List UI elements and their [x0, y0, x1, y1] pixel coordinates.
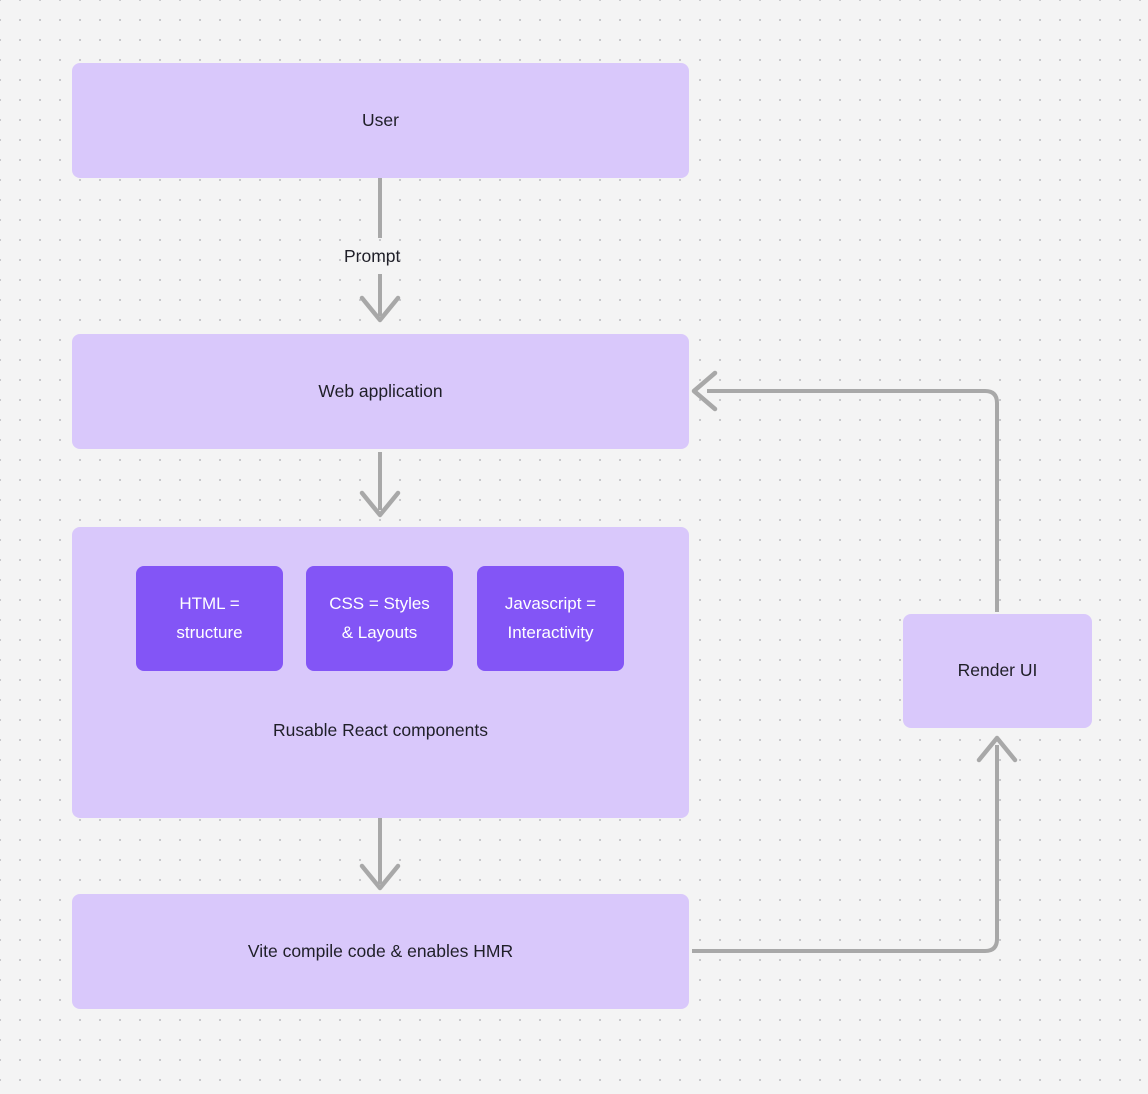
node-render-ui-label: Render UI [957, 660, 1038, 681]
edge-label-prompt: Prompt [344, 246, 401, 266]
arrowhead-down [359, 295, 401, 323]
edge-segment [692, 745, 999, 953]
edge-web-application-to-components [359, 452, 401, 518]
edge-segment [707, 389, 999, 612]
node-user[interactable]: User [72, 63, 689, 178]
node-web-application-label: Web application [318, 380, 443, 401]
node-css-label: CSS = Styles & Layouts [329, 593, 430, 642]
edge-vite-to-render-ui [692, 735, 1018, 953]
arrowhead-left [691, 370, 718, 412]
node-vite-label: Vite compile code & enables HMR [247, 940, 514, 961]
node-html-label: HTML = structure [176, 593, 243, 642]
node-css[interactable]: CSS = Styles & Layouts [306, 566, 453, 671]
node-web-application[interactable]: Web application [72, 334, 689, 449]
edge-render-ui-to-web-application [691, 370, 999, 612]
arrowhead-down [359, 490, 401, 518]
node-vite[interactable]: Vite compile code & enables HMR [72, 894, 689, 1009]
node-javascript-label: Javascript = Interactivity [504, 593, 597, 642]
edge-components-to-vite [359, 818, 401, 891]
arrowhead-up [976, 735, 1018, 763]
node-user-label: User [362, 109, 399, 130]
arrowhead-down [359, 863, 401, 891]
node-render-ui[interactable]: Render UI [903, 614, 1092, 728]
node-components-group-caption: Rusable React components [273, 719, 488, 740]
node-html[interactable]: HTML = structure [136, 566, 283, 671]
node-javascript[interactable]: Javascript = Interactivity [477, 566, 624, 671]
